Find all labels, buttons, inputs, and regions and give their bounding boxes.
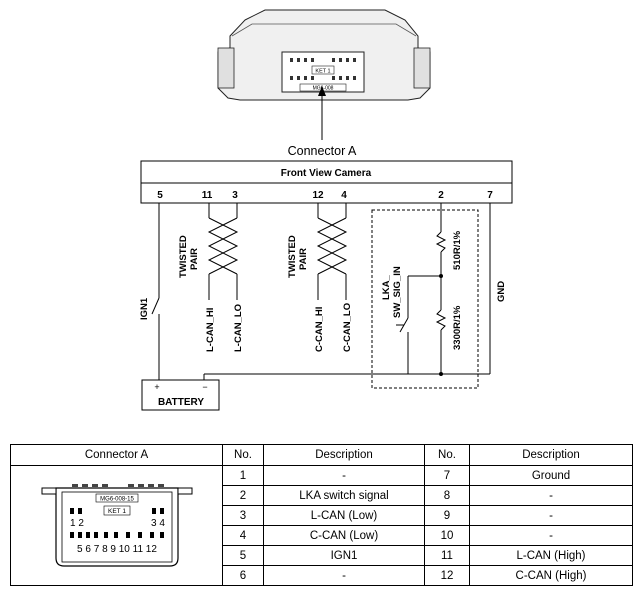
ign1-label: IGN1	[139, 297, 150, 320]
row-5-desc2: L-CAN (High)	[469, 545, 633, 566]
row-4-desc2: -	[469, 525, 633, 546]
row-2-no: 2	[222, 485, 264, 506]
row-2-desc2: -	[469, 485, 633, 506]
connector-face-cell: MG6-008-15 KET 1 1 2 3 4 5 6 7 8 9 10 11…	[10, 465, 223, 586]
header-no-2: No.	[424, 444, 470, 466]
connector-face-illustration: MG6-008-15 KET 1 1 2 3 4 5 6 7 8 9 10 11…	[41, 483, 192, 567]
connector-illustration: KET 1 MG6-008	[217, 9, 431, 101]
row-4-no2: 10	[424, 525, 470, 546]
row-5-no: 5	[222, 545, 264, 566]
battery-label: BATTERY	[158, 397, 204, 408]
row-2-no2: 8	[424, 485, 470, 506]
header-description-1: Description	[263, 444, 425, 466]
pin-5-label: 5	[157, 190, 163, 201]
lka-switch-box	[371, 209, 479, 389]
pin-3-label: 3	[232, 190, 238, 201]
twisted-pair-2-line1: TWISTED	[287, 235, 298, 278]
l-can-lo-label: L-CAN_LO	[233, 304, 244, 352]
gnd-label: GND	[496, 281, 507, 302]
twisted-pair-1-line2: PAIR	[189, 248, 200, 270]
table-row: 2 LKA switch signal 8 -	[11, 485, 633, 506]
row-1-desc: -	[263, 465, 425, 486]
twisted-pair-1-line1: TWISTED	[178, 235, 189, 278]
wiring-diagram: KET 1 MG6-008 Connector A Front View Cam…	[139, 9, 513, 411]
battery-plus: +	[154, 382, 159, 392]
c-can-lo-label: C-CAN_LO	[342, 303, 353, 352]
c-can-hi-label: C-CAN_HI	[314, 307, 325, 352]
lka-label-line2: SW_SIG_IN	[392, 266, 403, 318]
pin-11-label: 11	[202, 190, 213, 201]
module-title: Front View Camera	[281, 168, 372, 179]
row-3-no: 3	[222, 505, 264, 526]
header-no-1: No.	[222, 444, 264, 466]
connector-pin-table: Connector A No. Description No. Descript…	[10, 444, 633, 586]
row-6-desc: -	[263, 565, 425, 586]
face-part-label: MG6-008-15	[100, 496, 134, 502]
pin-4-label: 4	[341, 190, 347, 201]
l-can-hi-label: L-CAN_HI	[205, 308, 216, 352]
front-view-camera-module	[140, 160, 513, 204]
header-description-2: Description	[469, 444, 633, 466]
row-1-no: 1	[222, 465, 264, 486]
table-row: 6 - 12 C-CAN (High)	[11, 565, 633, 586]
row-6-no: 6	[222, 565, 264, 586]
row-5-desc: IGN1	[263, 545, 425, 566]
face-tag-label: KET 1	[108, 508, 126, 515]
connector-a-label: Connector A	[288, 144, 357, 158]
row-4-desc: C-CAN (Low)	[263, 525, 425, 546]
row-6-desc2: C-CAN (High)	[469, 565, 633, 586]
pin-2-label: 2	[438, 190, 444, 201]
wires	[151, 203, 491, 380]
table-row: 5 IGN1 11 L-CAN (High)	[11, 545, 633, 566]
row-4-no: 4	[222, 525, 264, 546]
row-3-desc2: -	[469, 505, 633, 526]
connector-pointer	[318, 86, 326, 140]
header-connector: Connector A	[10, 444, 223, 466]
resistor-3300-label: 3300R/1%	[452, 305, 463, 350]
battery-box	[141, 379, 220, 411]
connector-part: MG6-008	[313, 86, 334, 92]
lka-label-line1: LKA_	[381, 274, 392, 300]
row-6-no2: 12	[424, 565, 470, 586]
battery-minus: −	[202, 382, 207, 392]
table-row: MG6-008-15 KET 1 1 2 3 4 5 6 7 8 9 10 11…	[10, 465, 633, 586]
pin-7-label: 7	[487, 190, 493, 201]
pin-12-label: 12	[312, 190, 324, 201]
row-1-desc2: Ground	[469, 465, 633, 486]
row-3-no2: 9	[424, 505, 470, 526]
face-pins-3-4: 3 4	[151, 518, 165, 529]
twisted-pair-2-line2: PAIR	[298, 248, 309, 270]
face-pins-5-12: 5 6 7 8 9 10 11 12	[77, 544, 157, 555]
resistor-510-label: 510R/1%	[452, 230, 463, 270]
face-pins-1-2: 1 2	[70, 518, 84, 529]
row-5-no2: 11	[424, 545, 470, 566]
table-row: 3 L-CAN (Low) 9 -	[11, 505, 633, 526]
row-2-desc: LKA switch signal	[263, 485, 425, 506]
row-3-desc: L-CAN (Low)	[263, 505, 425, 526]
row-1-no2: 7	[424, 465, 470, 486]
connector-tag: KET 1	[315, 69, 330, 75]
